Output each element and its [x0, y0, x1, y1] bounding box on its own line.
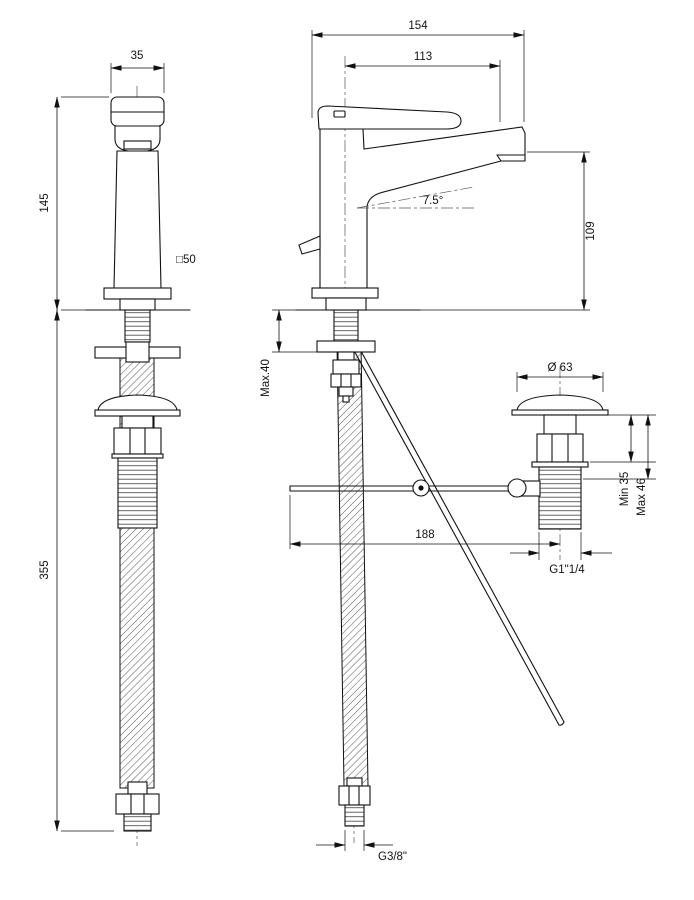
dim-spout-height: 109	[527, 151, 597, 311]
spout-outline	[319, 126, 526, 289]
dim-supply-thread: G3/8"	[316, 830, 407, 863]
dim-body-height: 145	[39, 96, 109, 311]
hose-connector-side	[115, 781, 160, 832]
side-view: 35 145 355 □50	[39, 50, 196, 846]
lever-handle	[317, 105, 462, 130]
dim-spout-reach: 113	[344, 51, 501, 122]
mounting-hardware-front	[316, 309, 376, 403]
dim-label-waste-thread: G1"1/4	[549, 564, 585, 576]
dim-waste-diameter: Ø 63	[516, 362, 604, 392]
pop-up-rod	[289, 478, 541, 498]
dim-label-spout-reach: 113	[414, 51, 432, 63]
pop-up-waste-side	[94, 394, 181, 529]
dim-label-spout-angle: 7.5°	[423, 195, 444, 207]
dim-hose-length: 355	[39, 309, 114, 832]
dim-deck-thickness: Max.40	[260, 309, 317, 397]
rod-joint	[507, 478, 527, 498]
dim-waste-thread: G1"1/4	[510, 532, 612, 576]
dim-label-total-depth: 154	[408, 20, 428, 32]
dim-label-body-section: □50	[176, 254, 196, 266]
dim-label-waste-diameter: Ø 63	[548, 362, 573, 374]
brand-mark	[333, 110, 346, 118]
dim-label-waste-min: Min 35	[619, 472, 631, 507]
flex-hose-diagonal	[350, 341, 565, 726]
flex-hose-vertical	[336, 344, 369, 787]
dim-rod-length: 188	[289, 495, 561, 549]
dim-label-body-height: 145	[39, 193, 51, 212]
dim-label-rod-length: 188	[415, 529, 434, 541]
dim-handle-width: 35	[110, 50, 165, 93]
faucet-body-front	[295, 105, 590, 311]
front-view: 154 113 7.5° 109 Max.40 Ø 63 Min 35 Max …	[260, 20, 656, 863]
mounting-hardware-side	[94, 309, 181, 363]
dim-label-waste-max: Max 46	[636, 478, 648, 516]
dim-spout-angle: 7.5°	[356, 186, 475, 209]
dim-label-spout-height: 109	[585, 221, 597, 240]
dim-label-supply-thread: G3/8"	[378, 851, 407, 863]
dim-label-hose-length: 355	[39, 560, 51, 579]
pull-rod-knob	[298, 235, 321, 255]
dim-label-handle-width: 35	[131, 50, 144, 62]
dim-label-deck-thickness: Max.40	[260, 359, 272, 397]
hose-connector-front	[338, 777, 371, 827]
dim-total-depth: 154	[311, 20, 525, 122]
pop-up-waste-front	[511, 394, 609, 530]
faucet-body-side	[85, 96, 191, 311]
dim-waste-min-max: Min 35 Max 46	[583, 414, 656, 516]
